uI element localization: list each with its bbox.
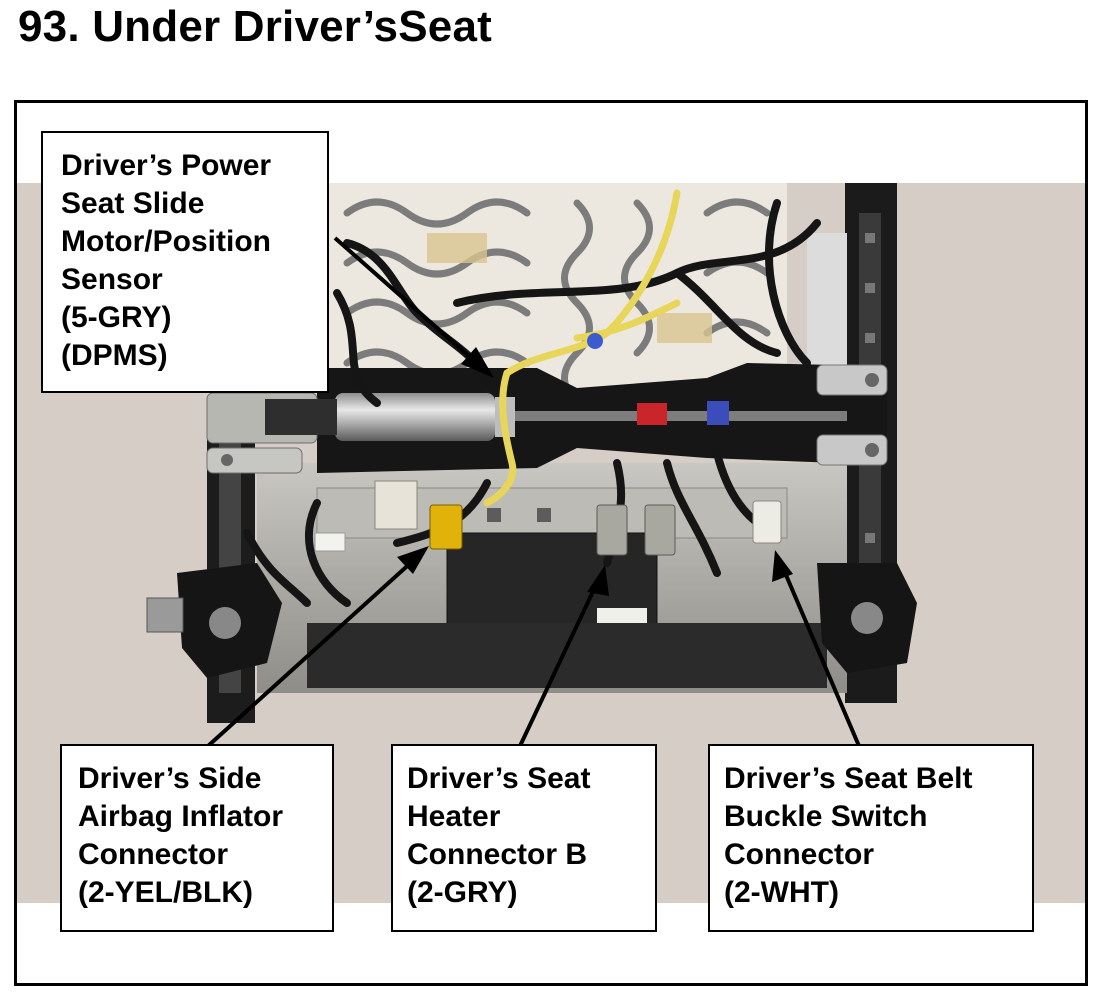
callout-line: Connector B [407,838,587,871]
callout-dpms: Driver’s Power Seat Slide Motor/Position… [41,131,329,393]
callout-airbag-connector: Driver’s Side Airbag Inflator Connector … [60,744,334,932]
callout-line: (DPMS) [61,339,168,372]
callout-line: Sensor [61,263,163,296]
callout-line: Driver’s Side [78,762,262,795]
callout-line: Heater [407,800,501,833]
callout-line: Airbag Inflator [78,800,284,833]
callout-line: Connector [724,838,874,871]
page-title: 93. Under Driver’sSeat [18,2,492,51]
callout-line: Buckle Switch [724,800,928,833]
callout-line: (2-YEL/BLK) [78,876,253,909]
callout-line: Seat Slide [61,187,205,220]
callout-seat-belt-buckle-connector: Driver’s Seat Belt Buckle Switch Connect… [708,744,1034,932]
callout-line: Connector [78,838,228,871]
callout-line: Motor/Position [61,225,271,258]
callout-seat-heater-connector: Driver’s Seat Heater Connector B (2-GRY) [391,744,657,932]
callout-line: Driver’s Seat Belt [724,762,973,795]
callout-line: Driver’s Seat [407,762,591,795]
diagram-frame: Driver’s Power Seat Slide Motor/Position… [14,100,1088,986]
callout-line: (2-GRY) [407,876,518,909]
callout-line: (5-GRY) [61,301,172,334]
callout-line: (2-WHT) [724,876,839,909]
callout-line: Driver’s Power [61,149,272,182]
